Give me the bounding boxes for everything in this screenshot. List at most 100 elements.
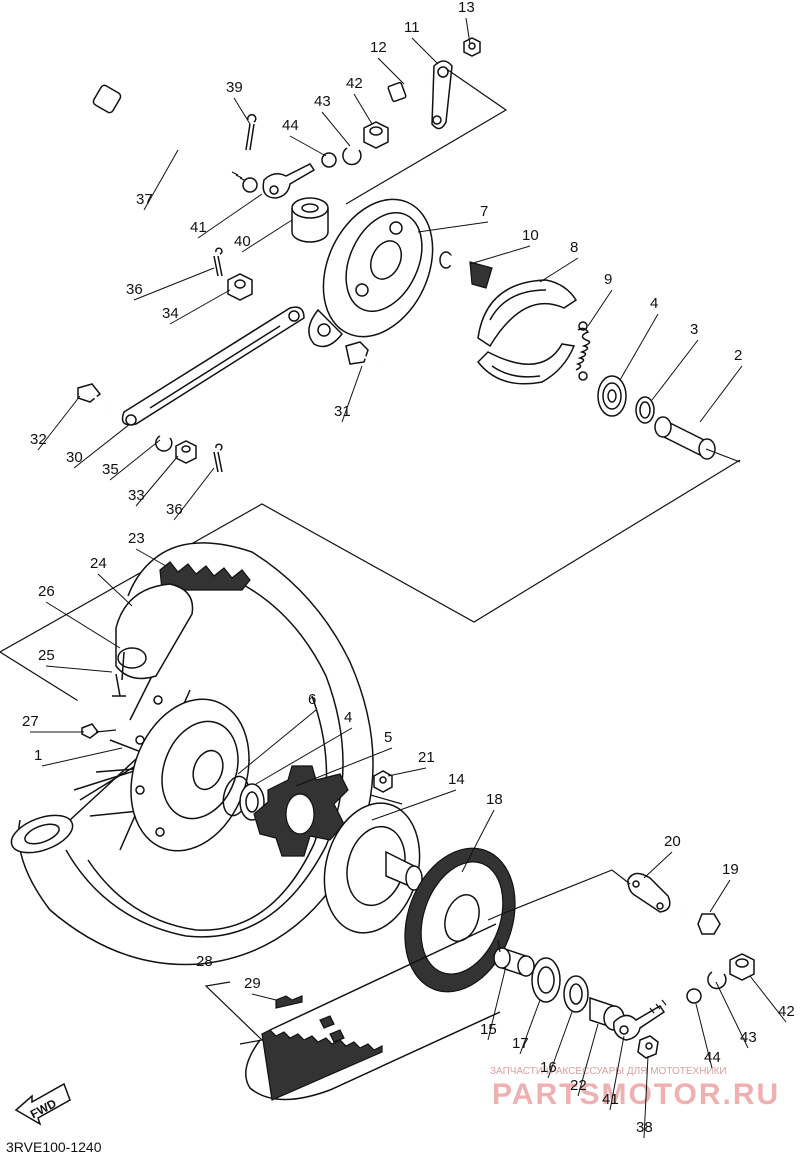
nut-lower [729, 953, 755, 981]
bolt-32 [77, 383, 109, 410]
collar-15 [493, 946, 535, 978]
nut-38 [637, 1035, 659, 1059]
callout-c12: 12 [370, 39, 387, 56]
spring-washer-lower [707, 971, 727, 990]
collar-22 [589, 996, 625, 1031]
leader-line-c44a [289, 135, 327, 157]
rim-band [121, 651, 125, 681]
drive-chain [245, 923, 501, 1101]
leader-line-c38 [643, 1055, 649, 1139]
callout-c4a: 4 [650, 295, 658, 312]
callout-c41b: 41 [602, 1091, 619, 1108]
leader-line-c44b [695, 1003, 713, 1069]
callout-c2: 2 [734, 347, 742, 364]
nut-13 [463, 37, 481, 57]
callout-c17: 17 [512, 1035, 529, 1052]
callout-c21: 21 [418, 749, 435, 766]
leader-line-c32 [37, 395, 81, 451]
callout-c42b: 42 [778, 1003, 795, 1020]
callout-c3: 3 [690, 321, 698, 338]
leader-line-c18 [461, 809, 495, 873]
callout-c14: 14 [448, 771, 465, 788]
chain-puller-lower [613, 999, 667, 1041]
leader-line-c40 [241, 219, 293, 253]
leader-line-c15 [487, 965, 507, 1041]
callout-c34: 34 [162, 305, 179, 322]
leader-line-c42b [749, 975, 787, 1023]
nut-21 [373, 770, 393, 793]
rear-wheel [10, 542, 374, 966]
callout-c44a: 44 [282, 117, 299, 134]
leader-line-c21 [387, 767, 427, 777]
callout-c44b: 44 [704, 1049, 721, 1066]
spring-washer-35 [155, 435, 173, 452]
callout-c5: 5 [384, 729, 392, 746]
leader-line-c14 [371, 789, 457, 821]
callout-c43a: 43 [314, 93, 331, 110]
callout-c33: 33 [128, 487, 145, 504]
callout-c24: 24 [90, 555, 107, 572]
castle-nut [227, 273, 253, 301]
callout-c39: 39 [226, 79, 243, 96]
brake-camshaft [439, 251, 493, 289]
watermark: ЗАПЧАСТИ И АКСЕССУАРЫ ДЛЯ МОТОТЕХНИКИ PA… [490, 1066, 778, 1111]
callout-c6: 6 [308, 691, 316, 708]
collar [291, 197, 329, 243]
callout-c4b: 4 [344, 709, 352, 726]
callout-c20: 20 [664, 833, 681, 850]
callout-c42a: 42 [346, 75, 363, 92]
callout-c32: 32 [30, 431, 47, 448]
leader-line-c36a [133, 267, 215, 301]
callout-c19: 19 [722, 861, 739, 878]
callout-c27: 27 [22, 713, 39, 730]
bolt-27 [81, 723, 117, 739]
oil-seal [635, 396, 655, 424]
leader-line-c4a [619, 313, 659, 381]
leader-line-c4b [255, 727, 353, 785]
callout-c36b: 36 [166, 501, 183, 518]
leader-line-c12 [377, 57, 405, 85]
callout-c7: 7 [480, 203, 488, 220]
leader-line-c19 [709, 879, 731, 913]
bolt-12 [387, 78, 427, 103]
stopper-bracket [627, 872, 671, 913]
callout-c8: 8 [570, 239, 578, 256]
callout-c41a: 41 [190, 219, 207, 236]
chain-joint [275, 995, 345, 1043]
leader-line-c20 [643, 851, 673, 879]
leader-line-c41b [609, 1035, 625, 1111]
leader-line-c10 [469, 245, 531, 265]
leader-line-c11 [411, 37, 439, 65]
callout-c18: 18 [486, 791, 503, 808]
spacer-collar [654, 416, 716, 460]
leader-line-c41a [197, 193, 263, 239]
leader-line-c33 [135, 455, 179, 507]
rear-sprocket [404, 847, 516, 993]
leader-line-c23 [135, 548, 167, 567]
callout-c22: 22 [570, 1077, 587, 1094]
leader-line-c29 [251, 993, 277, 1001]
callout-c25: 25 [38, 647, 55, 664]
castle-nut-33 [175, 440, 197, 464]
leader-line-c26 [45, 601, 121, 649]
oil-seal-16 [563, 975, 589, 1013]
leader-line-c39 [233, 97, 251, 125]
cotter-pin-36a [213, 247, 223, 277]
callout-c13: 13 [458, 0, 475, 16]
callout-c10: 10 [522, 227, 539, 244]
cotter-pin-upper [245, 113, 257, 151]
callout-c11: 11 [404, 19, 420, 36]
washer-upper [321, 152, 337, 168]
rear-axle [92, 84, 258, 193]
bearing-upper [597, 375, 627, 417]
callout-c38: 38 [636, 1119, 653, 1136]
tire-tread [159, 561, 251, 591]
callout-c30: 30 [66, 449, 83, 466]
cotter-pin-36b [213, 443, 223, 473]
leader-line-c34 [169, 289, 231, 325]
leader-line-c35 [109, 439, 161, 481]
washer-lower [686, 988, 702, 1004]
brake-shoe-spring [575, 321, 591, 381]
